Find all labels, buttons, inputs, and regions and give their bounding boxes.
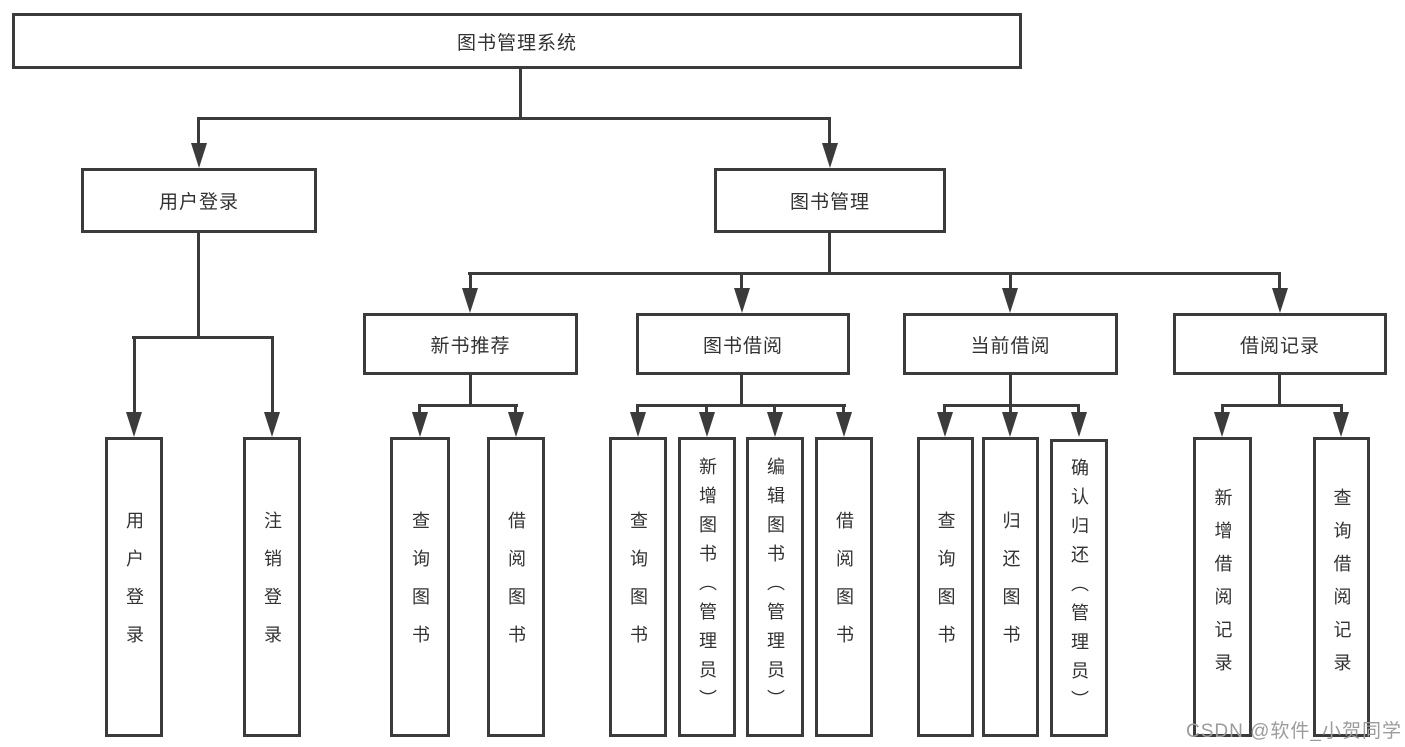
- node-user-login: 用户登录: [81, 168, 317, 233]
- leaf-logout: 注销登录: [243, 437, 301, 737]
- node-borrow-records: 借阅记录: [1173, 313, 1387, 375]
- connector-line: [1009, 404, 1012, 416]
- leaf-add-book-admin: 新增图书（管理员）: [678, 437, 736, 737]
- arrow-down: [412, 412, 428, 437]
- node-root-label: 图书管理系统: [456, 32, 577, 54]
- connector-line: [842, 404, 845, 416]
- arrow-down: [1272, 288, 1288, 313]
- watermark: CSDN @软件_小贺同学: [1186, 721, 1402, 742]
- arrow-down: [1333, 412, 1349, 437]
- leaf-user-login-label: 用户登录: [124, 511, 144, 663]
- connector-line: [828, 232, 831, 275]
- connector-line: [1009, 272, 1012, 292]
- node-user-login-label: 用户登录: [158, 192, 239, 213]
- connector-line: [469, 374, 472, 407]
- connector-line: [828, 117, 831, 149]
- leaf-borrow-books: 借阅图书: [815, 437, 873, 737]
- arrow-down: [937, 412, 953, 437]
- connector-line: [519, 68, 522, 120]
- connector-line: [271, 336, 274, 416]
- node-book-borrow: 图书借阅: [636, 313, 850, 375]
- leaf-add-book-admin-label: 新增图书（管理员）: [697, 456, 717, 718]
- leaf-query-books-current-label: 查询图书: [935, 511, 956, 663]
- connector-line: [197, 117, 831, 120]
- leaf-logout-label: 注销登录: [262, 511, 282, 663]
- leaf-add-borrow-record-label: 新增借阅记录: [1212, 488, 1233, 686]
- arrow-down: [767, 412, 783, 437]
- arrow-down: [699, 412, 715, 437]
- arrow-down: [264, 412, 280, 437]
- connector-line: [740, 374, 743, 407]
- leaf-confirm-return-admin-label: 确认归还（管理员）: [1069, 457, 1089, 719]
- connector-line: [197, 232, 200, 339]
- connector-line: [197, 117, 200, 149]
- connector-line: [636, 404, 639, 416]
- leaf-query-books-recommend: 查询图书: [390, 437, 450, 737]
- arrow-down: [1002, 288, 1018, 313]
- connector-line: [418, 404, 421, 416]
- connector-line: [133, 336, 136, 416]
- arrow-down: [462, 288, 478, 313]
- leaf-query-books-borrow-label: 查询图书: [628, 511, 648, 663]
- arrow-down: [734, 288, 750, 313]
- node-book-management-label: 图书管理: [789, 192, 870, 213]
- arrow-down: [508, 412, 524, 437]
- connector-line: [1221, 404, 1224, 416]
- connector-line: [1221, 404, 1343, 407]
- arrow-down: [1002, 412, 1018, 437]
- leaf-query-books-recommend-label: 查询图书: [410, 511, 430, 663]
- connector-line: [132, 336, 274, 339]
- arrow-down: [126, 412, 142, 437]
- leaf-query-books-current: 查询图书: [917, 437, 974, 737]
- connector-line: [1278, 374, 1281, 407]
- node-root: 图书管理系统: [12, 13, 1022, 69]
- leaf-borrow-books-label: 借阅图书: [834, 511, 854, 663]
- connector-line: [1009, 374, 1012, 407]
- connector-line: [418, 404, 518, 407]
- leaf-query-books-borrow: 查询图书: [609, 437, 667, 737]
- connector-line: [773, 404, 776, 416]
- leaf-return-book-label: 归还图书: [1000, 511, 1021, 663]
- arrow-down: [191, 143, 207, 168]
- arrow-down: [1214, 412, 1230, 437]
- leaf-confirm-return-admin: 确认归还（管理员）: [1050, 439, 1108, 737]
- leaf-return-book: 归还图书: [982, 437, 1039, 737]
- leaf-borrow-books-recommend: 借阅图书: [487, 437, 545, 737]
- leaf-edit-book-admin-label: 编辑图书（管理员）: [765, 456, 785, 718]
- node-book-management: 图书管理: [714, 168, 946, 233]
- connector-line: [468, 272, 1281, 275]
- connector-line: [705, 404, 708, 416]
- node-current-borrow-label: 当前借阅: [970, 335, 1051, 357]
- leaf-query-borrow-record: 查询借阅记录: [1313, 437, 1370, 737]
- leaf-edit-book-admin: 编辑图书（管理员）: [746, 437, 804, 737]
- node-book-borrow-label: 图书借阅: [702, 335, 783, 357]
- connector-line: [1340, 404, 1343, 416]
- arrow-down: [1071, 412, 1087, 437]
- connector-line: [1077, 404, 1080, 416]
- arrow-down: [822, 143, 838, 168]
- leaf-query-borrow-record-label: 查询借阅记录: [1331, 488, 1352, 686]
- arrow-down: [630, 412, 646, 437]
- connector-line: [1278, 272, 1281, 292]
- arrow-down: [836, 412, 852, 437]
- connector-line: [740, 272, 743, 292]
- connector-line: [469, 272, 472, 292]
- node-current-borrow: 当前借阅: [903, 313, 1118, 375]
- connector-line: [514, 404, 517, 416]
- node-new-book-recommend: 新书推荐: [363, 313, 578, 375]
- leaf-user-login: 用户登录: [105, 437, 163, 737]
- connector-line: [636, 404, 846, 407]
- leaf-borrow-books-recommend-label: 借阅图书: [506, 511, 526, 663]
- node-borrow-records-label: 借阅记录: [1239, 335, 1320, 357]
- connector-line: [943, 404, 946, 416]
- leaf-add-borrow-record: 新增借阅记录: [1193, 437, 1252, 737]
- node-new-book-recommend-label: 新书推荐: [430, 335, 511, 357]
